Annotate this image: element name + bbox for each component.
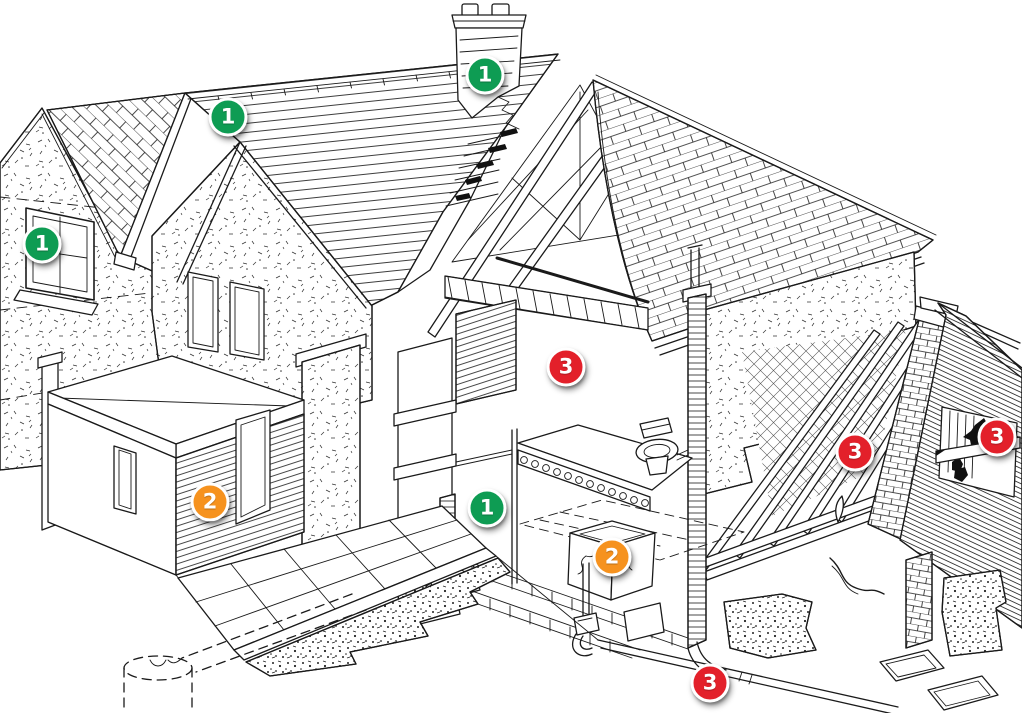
hotspot-marker-wall-section[interactable]: 1 <box>467 488 507 528</box>
hotspot-marker-window[interactable]: 1 <box>22 224 62 264</box>
hotspot-marker-label: 1 <box>34 231 50 256</box>
hotspot-marker-chimney[interactable]: 1 <box>465 55 505 95</box>
drains-and-ground <box>597 551 1007 713</box>
garage <box>37 351 305 651</box>
hotspot-marker-drain[interactable]: 3 <box>690 663 730 703</box>
hotspot-marker-label: 2 <box>604 544 620 569</box>
hotspot-marker-label: 1 <box>220 104 236 129</box>
ceiling-joists <box>444 256 650 331</box>
hotspot-marker-label: 3 <box>702 670 718 695</box>
hotspot-marker-label: 3 <box>558 354 574 379</box>
hotspot-marker-upstairs-room[interactable]: 3 <box>546 347 586 387</box>
hotspot-marker-label: 3 <box>847 439 863 464</box>
hotspot-marker-label: 3 <box>989 424 1005 449</box>
hotspot-marker-roof[interactable]: 1 <box>208 97 248 137</box>
hotspot-marker-label: 1 <box>479 495 495 520</box>
outbuilding <box>699 251 1022 629</box>
hotspot-marker-garage-wall[interactable]: 2 <box>190 482 230 522</box>
hotspot-marker-label: 2 <box>202 489 218 514</box>
patio <box>177 505 599 677</box>
torn-roof-edge <box>397 127 518 293</box>
cavity-wall-section <box>682 244 727 681</box>
left-window <box>13 207 99 316</box>
hotspot-marker-label: 1 <box>477 62 493 87</box>
hotspot-marker-gable-timber[interactable]: 3 <box>977 417 1017 457</box>
interior-section <box>451 417 745 659</box>
hotspot-marker-water-tank[interactable]: 2 <box>592 537 632 577</box>
left-roof-tiles <box>41 92 193 271</box>
soakaway <box>123 593 367 713</box>
hotspot-marker-roof-timbers[interactable]: 3 <box>835 432 875 472</box>
